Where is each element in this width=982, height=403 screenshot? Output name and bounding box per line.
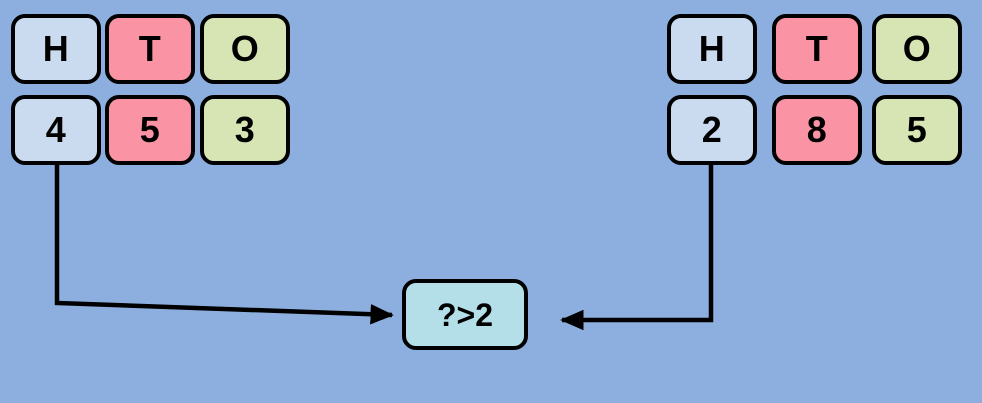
right-digit-hundreds[interactable]: 2 <box>667 95 757 165</box>
right-digit-ones[interactable]: 5 <box>872 95 962 165</box>
left-header-tens[interactable]: T <box>105 14 195 84</box>
connector-right-to-decision <box>560 163 714 331</box>
right-header-tens[interactable]: T <box>772 14 862 84</box>
decision-node[interactable]: ?>2 <box>402 279 528 350</box>
left-header-ones[interactable]: O <box>200 14 290 84</box>
left-digit-tens[interactable]: 5 <box>105 95 195 165</box>
right-digit-tens[interactable]: 8 <box>772 95 862 165</box>
right-header-hundreds[interactable]: H <box>667 14 757 84</box>
left-digit-hundreds[interactable]: 4 <box>11 95 101 165</box>
left-header-hundreds[interactable]: H <box>11 14 101 84</box>
connector-left-to-decision <box>54 163 394 325</box>
left-digit-ones[interactable]: 3 <box>200 95 290 165</box>
right-header-ones[interactable]: O <box>872 14 962 84</box>
